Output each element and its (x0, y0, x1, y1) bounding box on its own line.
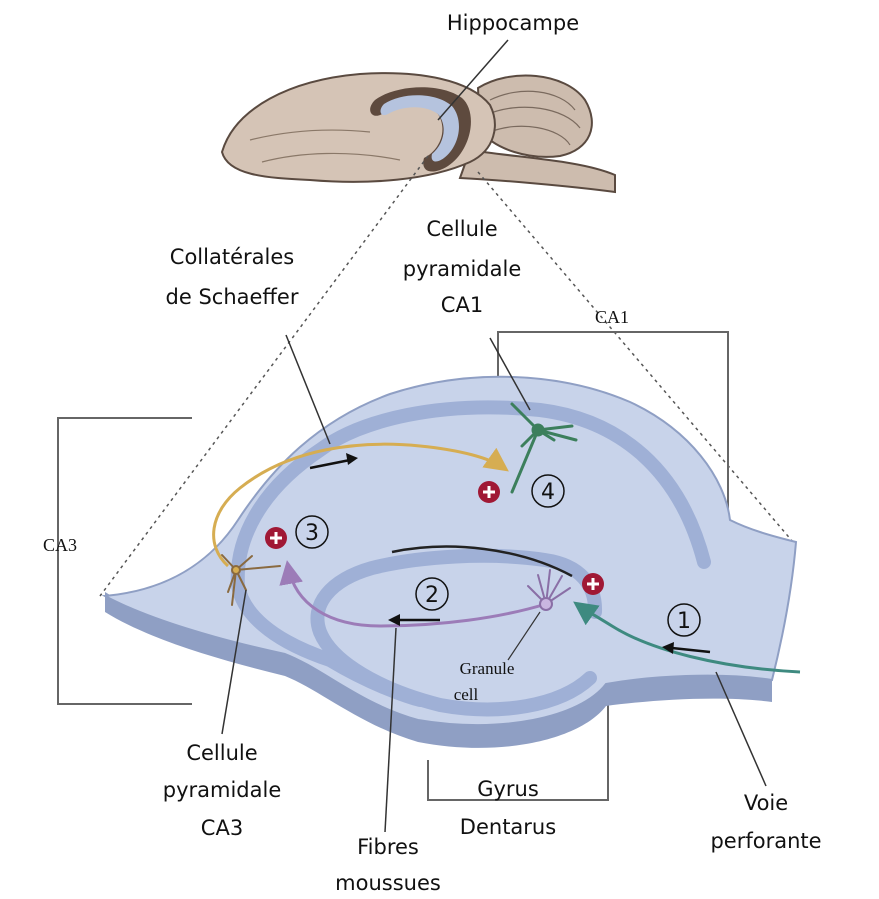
ca3-cell-label-line1: Cellule (186, 741, 257, 765)
voie-label-line2: perforante (710, 829, 821, 853)
ca3-cell-label-line3: CA3 (201, 816, 243, 840)
granule-label-line2: cell (454, 685, 479, 704)
ca1-cell-label-line3: CA1 (441, 293, 483, 317)
ca3-region-label: CA3 (43, 535, 77, 555)
ca1-cell-label-line1: Cellule (426, 217, 497, 241)
step-3-label: 3 (305, 521, 319, 546)
voie-label-line1: Voie (744, 791, 788, 815)
ca3-cell-label-line2: pyramidale (163, 778, 282, 802)
collaterales-label-line2: de Schaeffer (166, 285, 299, 309)
plus-badge-synapse-4 (478, 481, 500, 503)
plus-badge-synapse-1 (582, 573, 604, 595)
gyrus-label-line2: Dentarus (460, 815, 556, 839)
step-4-label: 4 (541, 480, 555, 505)
fibres-label-line1: Fibres (357, 835, 419, 859)
brain-illustration (222, 73, 615, 192)
step-2-label: 2 (425, 583, 439, 608)
hippocampal-slice (105, 377, 796, 748)
leader-collaterales (286, 335, 330, 444)
granule-label-line1: Granule (460, 659, 515, 678)
fibres-label-line2: moussues (335, 871, 441, 895)
ca1-region-label: CA1 (595, 307, 629, 327)
collaterales-label-line1: Collatérales (170, 245, 294, 269)
ca3-bracket (58, 418, 192, 704)
ca1-cell-label-line2: pyramidale (403, 257, 522, 281)
hippocampe-label: Hippocampe (447, 11, 579, 35)
plus-badge-synapse-3 (265, 527, 287, 549)
gyrus-label-line1: Gyrus (477, 777, 539, 801)
step-1-label: 1 (677, 609, 691, 634)
